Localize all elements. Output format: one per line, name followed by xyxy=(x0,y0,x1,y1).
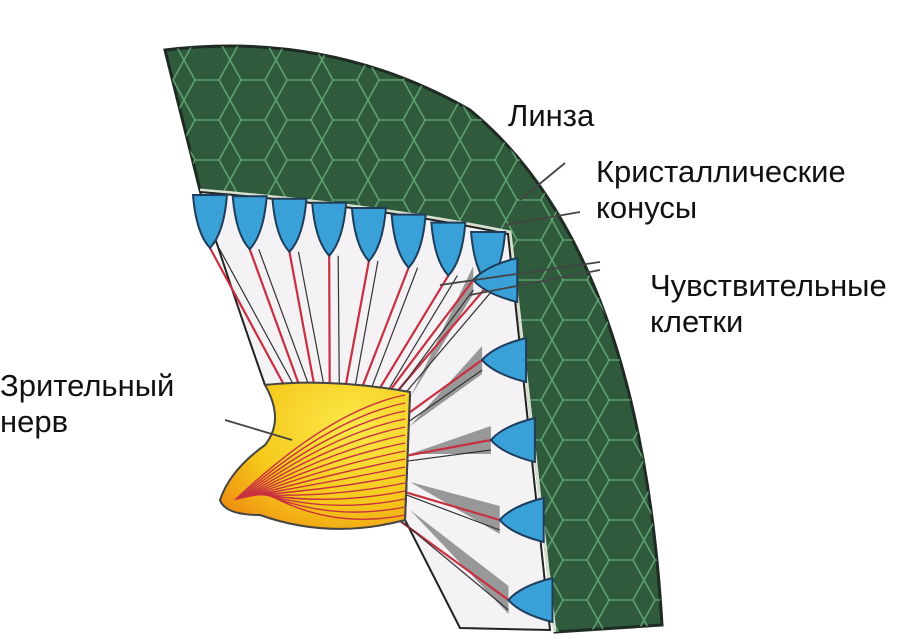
label-nerve-line1: Зрительный xyxy=(0,368,175,403)
crystalline-cone xyxy=(480,336,528,384)
label-optic-nerve: Зрительный нерв xyxy=(0,368,174,440)
nerve-fiber-bundle xyxy=(236,402,406,501)
nerve-fiber-bundle xyxy=(256,482,406,496)
nerve-fiber-bundle xyxy=(252,466,406,497)
crystalline-cone xyxy=(507,576,554,624)
nerve-fiber-bundle xyxy=(250,458,406,497)
label-lens: Линза xyxy=(508,98,595,133)
crystalline-cone xyxy=(390,213,427,270)
cells-leader-1 xyxy=(439,261,601,286)
pigment-cell xyxy=(410,346,483,426)
nerve-fiber-bundle xyxy=(246,442,406,498)
label-nerve-line2: нерв xyxy=(0,404,69,439)
label-cells-line1: Чувствительные xyxy=(650,268,887,303)
pigment-cell xyxy=(410,426,491,454)
crystalline-cone xyxy=(498,496,545,544)
nerve-fiber-bundle xyxy=(240,418,406,500)
nerve-fiber-bundle xyxy=(258,490,406,501)
crystalline-cone xyxy=(191,194,229,250)
crystalline-cone xyxy=(271,197,308,254)
nerve-fiber-bundle xyxy=(234,394,406,501)
nerve-fiber-bundle xyxy=(260,492,406,506)
nerve-fiber-bundle xyxy=(244,434,406,499)
label-cones-line1: Кристаллические xyxy=(596,154,846,189)
optic-nerve xyxy=(218,381,412,530)
pigment-cell xyxy=(410,510,509,614)
crystalline-cone xyxy=(489,416,536,464)
crystalline-cone xyxy=(311,201,348,258)
nerve-fiber-bundle xyxy=(242,426,406,499)
nerve-fiber-bundle xyxy=(238,410,406,500)
cones-leader xyxy=(504,211,581,226)
nerve-fiber-bundle xyxy=(248,450,406,498)
leader-lines xyxy=(224,162,601,441)
label-cones-line2: конусы xyxy=(596,190,698,225)
cells-leader-2 xyxy=(469,269,601,296)
crystalline-cone xyxy=(231,195,268,251)
nerve-fiber-bundle xyxy=(254,474,406,496)
label-sensory-cells: Чувствительные клетки xyxy=(650,268,887,340)
crystalline-cone xyxy=(350,207,387,263)
crystalline-cones xyxy=(191,194,554,624)
label-cells-line2: клетки xyxy=(650,304,744,339)
lens-leader xyxy=(519,162,566,201)
crystalline-cone xyxy=(430,221,467,278)
label-crystalline-cones: Кристаллические конусы xyxy=(596,154,846,226)
nerve-leader xyxy=(224,419,293,441)
nerve-fiber-bundle xyxy=(264,491,406,520)
